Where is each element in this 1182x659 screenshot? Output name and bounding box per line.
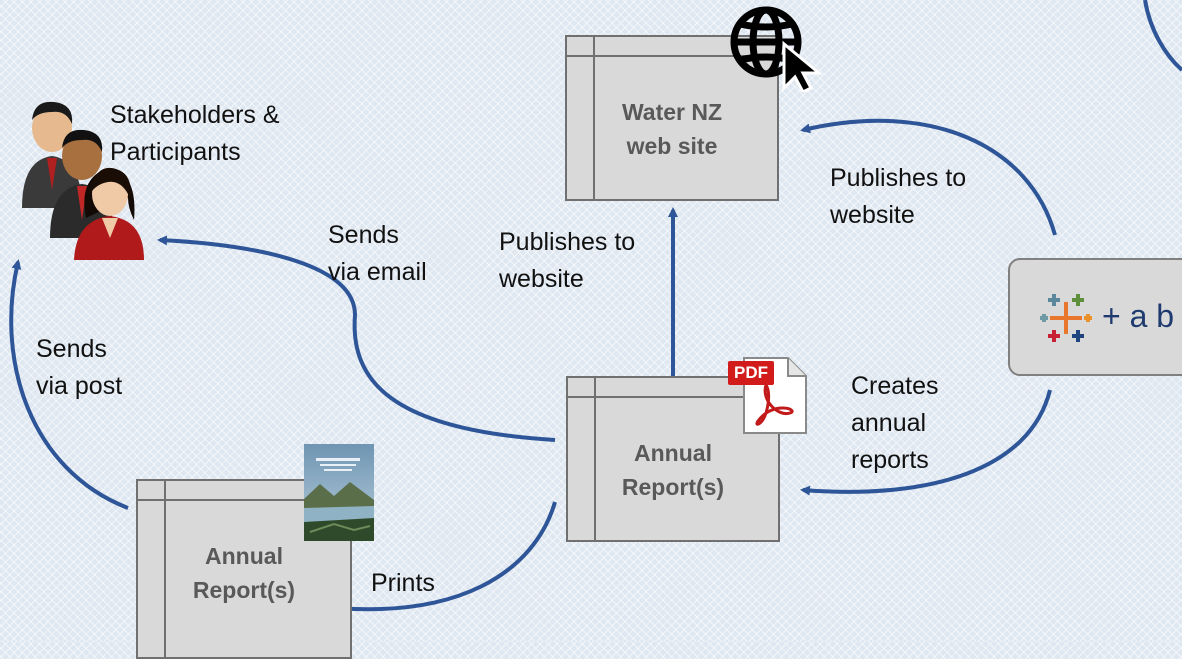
tableau-logo-icon bbox=[1040, 294, 1092, 342]
creates-label: Creates annual reports bbox=[851, 368, 939, 479]
publishes-right-line-2: website bbox=[830, 201, 915, 229]
publishes-left-line-1: Publishes to bbox=[499, 228, 636, 256]
sends-email-label: Sends via email bbox=[328, 217, 427, 291]
annual-center-line-1: Annual bbox=[634, 440, 712, 466]
arrow-prints bbox=[305, 501, 557, 612]
sends-email-line-1: Sends bbox=[328, 221, 399, 249]
pdf-badge: PDF bbox=[728, 361, 774, 385]
sends-post-line-1: Sends bbox=[36, 335, 107, 363]
annual-center-line-2: Report(s) bbox=[621, 474, 725, 500]
stakeholders-label: Stakeholders & Participants bbox=[110, 97, 280, 171]
publishes-left-line-2: website bbox=[499, 265, 584, 293]
publishes-left-label: Publishes to website bbox=[499, 224, 635, 298]
publishes-right-line-1: Publishes to bbox=[830, 164, 967, 192]
stakeholders-line-1: Stakeholders & bbox=[110, 101, 280, 129]
arrow-publishes-right bbox=[800, 118, 1057, 236]
tableau-box: + a b bbox=[1008, 258, 1182, 376]
pdf-file-icon: PDF bbox=[728, 355, 808, 435]
tableau-wordmark: + a b bbox=[1102, 298, 1175, 334]
website-title-line-1: Water NZ bbox=[621, 99, 723, 125]
creates-line-3: reports bbox=[851, 446, 929, 474]
creates-line-2: annual bbox=[851, 409, 927, 437]
arrow-creates bbox=[800, 389, 1052, 496]
stakeholders-line-2: Participants bbox=[110, 138, 241, 166]
annual-bottom-line-1: Annual bbox=[205, 543, 283, 569]
people-group-icon bbox=[22, 101, 144, 260]
sends-email-line-2: via email bbox=[328, 258, 427, 286]
prints-label: Prints bbox=[371, 569, 435, 597]
publishes-right-label: Publishes to website bbox=[830, 160, 966, 234]
arrow-sends-email bbox=[157, 235, 556, 442]
website-node-title: Water NZ web site bbox=[567, 95, 777, 163]
arrows-layer bbox=[9, 0, 1182, 612]
sends-post-label: Sends via post bbox=[36, 331, 122, 405]
creates-line-1: Creates bbox=[851, 372, 939, 400]
arrow-sends-post bbox=[9, 259, 129, 510]
annual-bottom-title: Annual Report(s) bbox=[138, 539, 350, 607]
website-title-line-2: web site bbox=[626, 133, 718, 159]
arrow-top-right-partial bbox=[1143, 0, 1182, 72]
report-cover-icon bbox=[304, 444, 374, 541]
globe-cursor-icon bbox=[730, 6, 824, 92]
sends-post-line-2: via post bbox=[36, 372, 123, 400]
annual-bottom-line-2: Report(s) bbox=[192, 577, 296, 603]
annual-center-title: Annual Report(s) bbox=[568, 436, 778, 504]
